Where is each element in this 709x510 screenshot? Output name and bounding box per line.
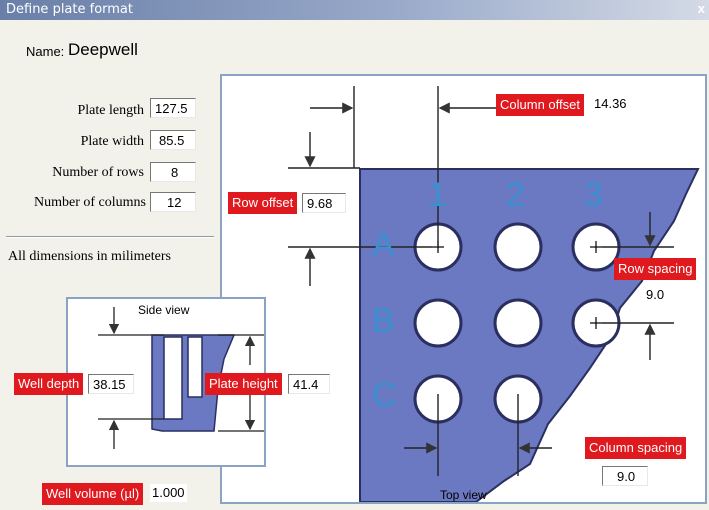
- column-spacing-input[interactable]: 9.0: [602, 466, 648, 486]
- plate-name[interactable]: Deepwell: [68, 40, 138, 59]
- side-view-caption: Side view: [138, 303, 190, 317]
- well-cavity: [163, 336, 183, 420]
- well-a2: [493, 222, 543, 272]
- row-spacing-label: Row spacing: [614, 258, 697, 280]
- well-depth-input[interactable]: 38.15: [88, 374, 134, 394]
- row-offset-input[interactable]: 9.68: [302, 193, 346, 213]
- row-letter-b: B: [372, 302, 395, 340]
- units-note: All dimensions in milimeters: [8, 249, 171, 264]
- top-view-caption: Top view: [440, 488, 487, 502]
- row-spacing-input[interactable]: 9.0: [644, 286, 667, 304]
- side-view-diagram: [98, 307, 264, 449]
- number-of-columns-input[interactable]: 12: [150, 192, 196, 212]
- plate-length-input[interactable]: 127.5: [150, 98, 196, 118]
- column-number-1: 1: [428, 176, 447, 214]
- column-offset-label: Column offset: [496, 94, 584, 116]
- top-view-diagram: [288, 86, 700, 502]
- column-number-2: 2: [506, 176, 525, 214]
- number-of-rows-label: Number of rows: [52, 165, 144, 180]
- row-letter-c: C: [372, 376, 397, 414]
- number-of-rows-input[interactable]: 8: [150, 162, 196, 182]
- window-title: Define plate format: [6, 2, 133, 17]
- close-icon[interactable]: x: [697, 1, 705, 16]
- column-offset-input[interactable]: 14.36: [592, 95, 629, 113]
- row-letter-a: A: [372, 226, 395, 264]
- column-spacing-label: Column spacing: [585, 437, 687, 459]
- title-bar: Define plate format x: [0, 0, 709, 20]
- plate-width-label: Plate width: [80, 134, 144, 149]
- well-depth-label: Well depth: [14, 373, 84, 395]
- row-offset-label: Row offset: [228, 192, 298, 214]
- plate-height-label: Plate height: [205, 373, 282, 395]
- well-volume-label: Well volume (µl): [42, 483, 144, 505]
- number-of-columns-label: Number of columns: [34, 195, 146, 210]
- top-view-panel: 1 2 3 A B C Top view: [220, 74, 707, 504]
- plate-width-input[interactable]: 85.5: [150, 130, 196, 150]
- well-b1: [413, 298, 463, 348]
- plate-length-label: Plate length: [77, 103, 145, 118]
- column-number-3: 3: [584, 176, 603, 214]
- well-volume-input[interactable]: 1.000: [150, 484, 187, 502]
- name-label: Name:: [26, 44, 65, 59]
- well-b2: [493, 298, 543, 348]
- separator: [6, 236, 214, 238]
- plate-height-input[interactable]: 41.4: [288, 374, 330, 394]
